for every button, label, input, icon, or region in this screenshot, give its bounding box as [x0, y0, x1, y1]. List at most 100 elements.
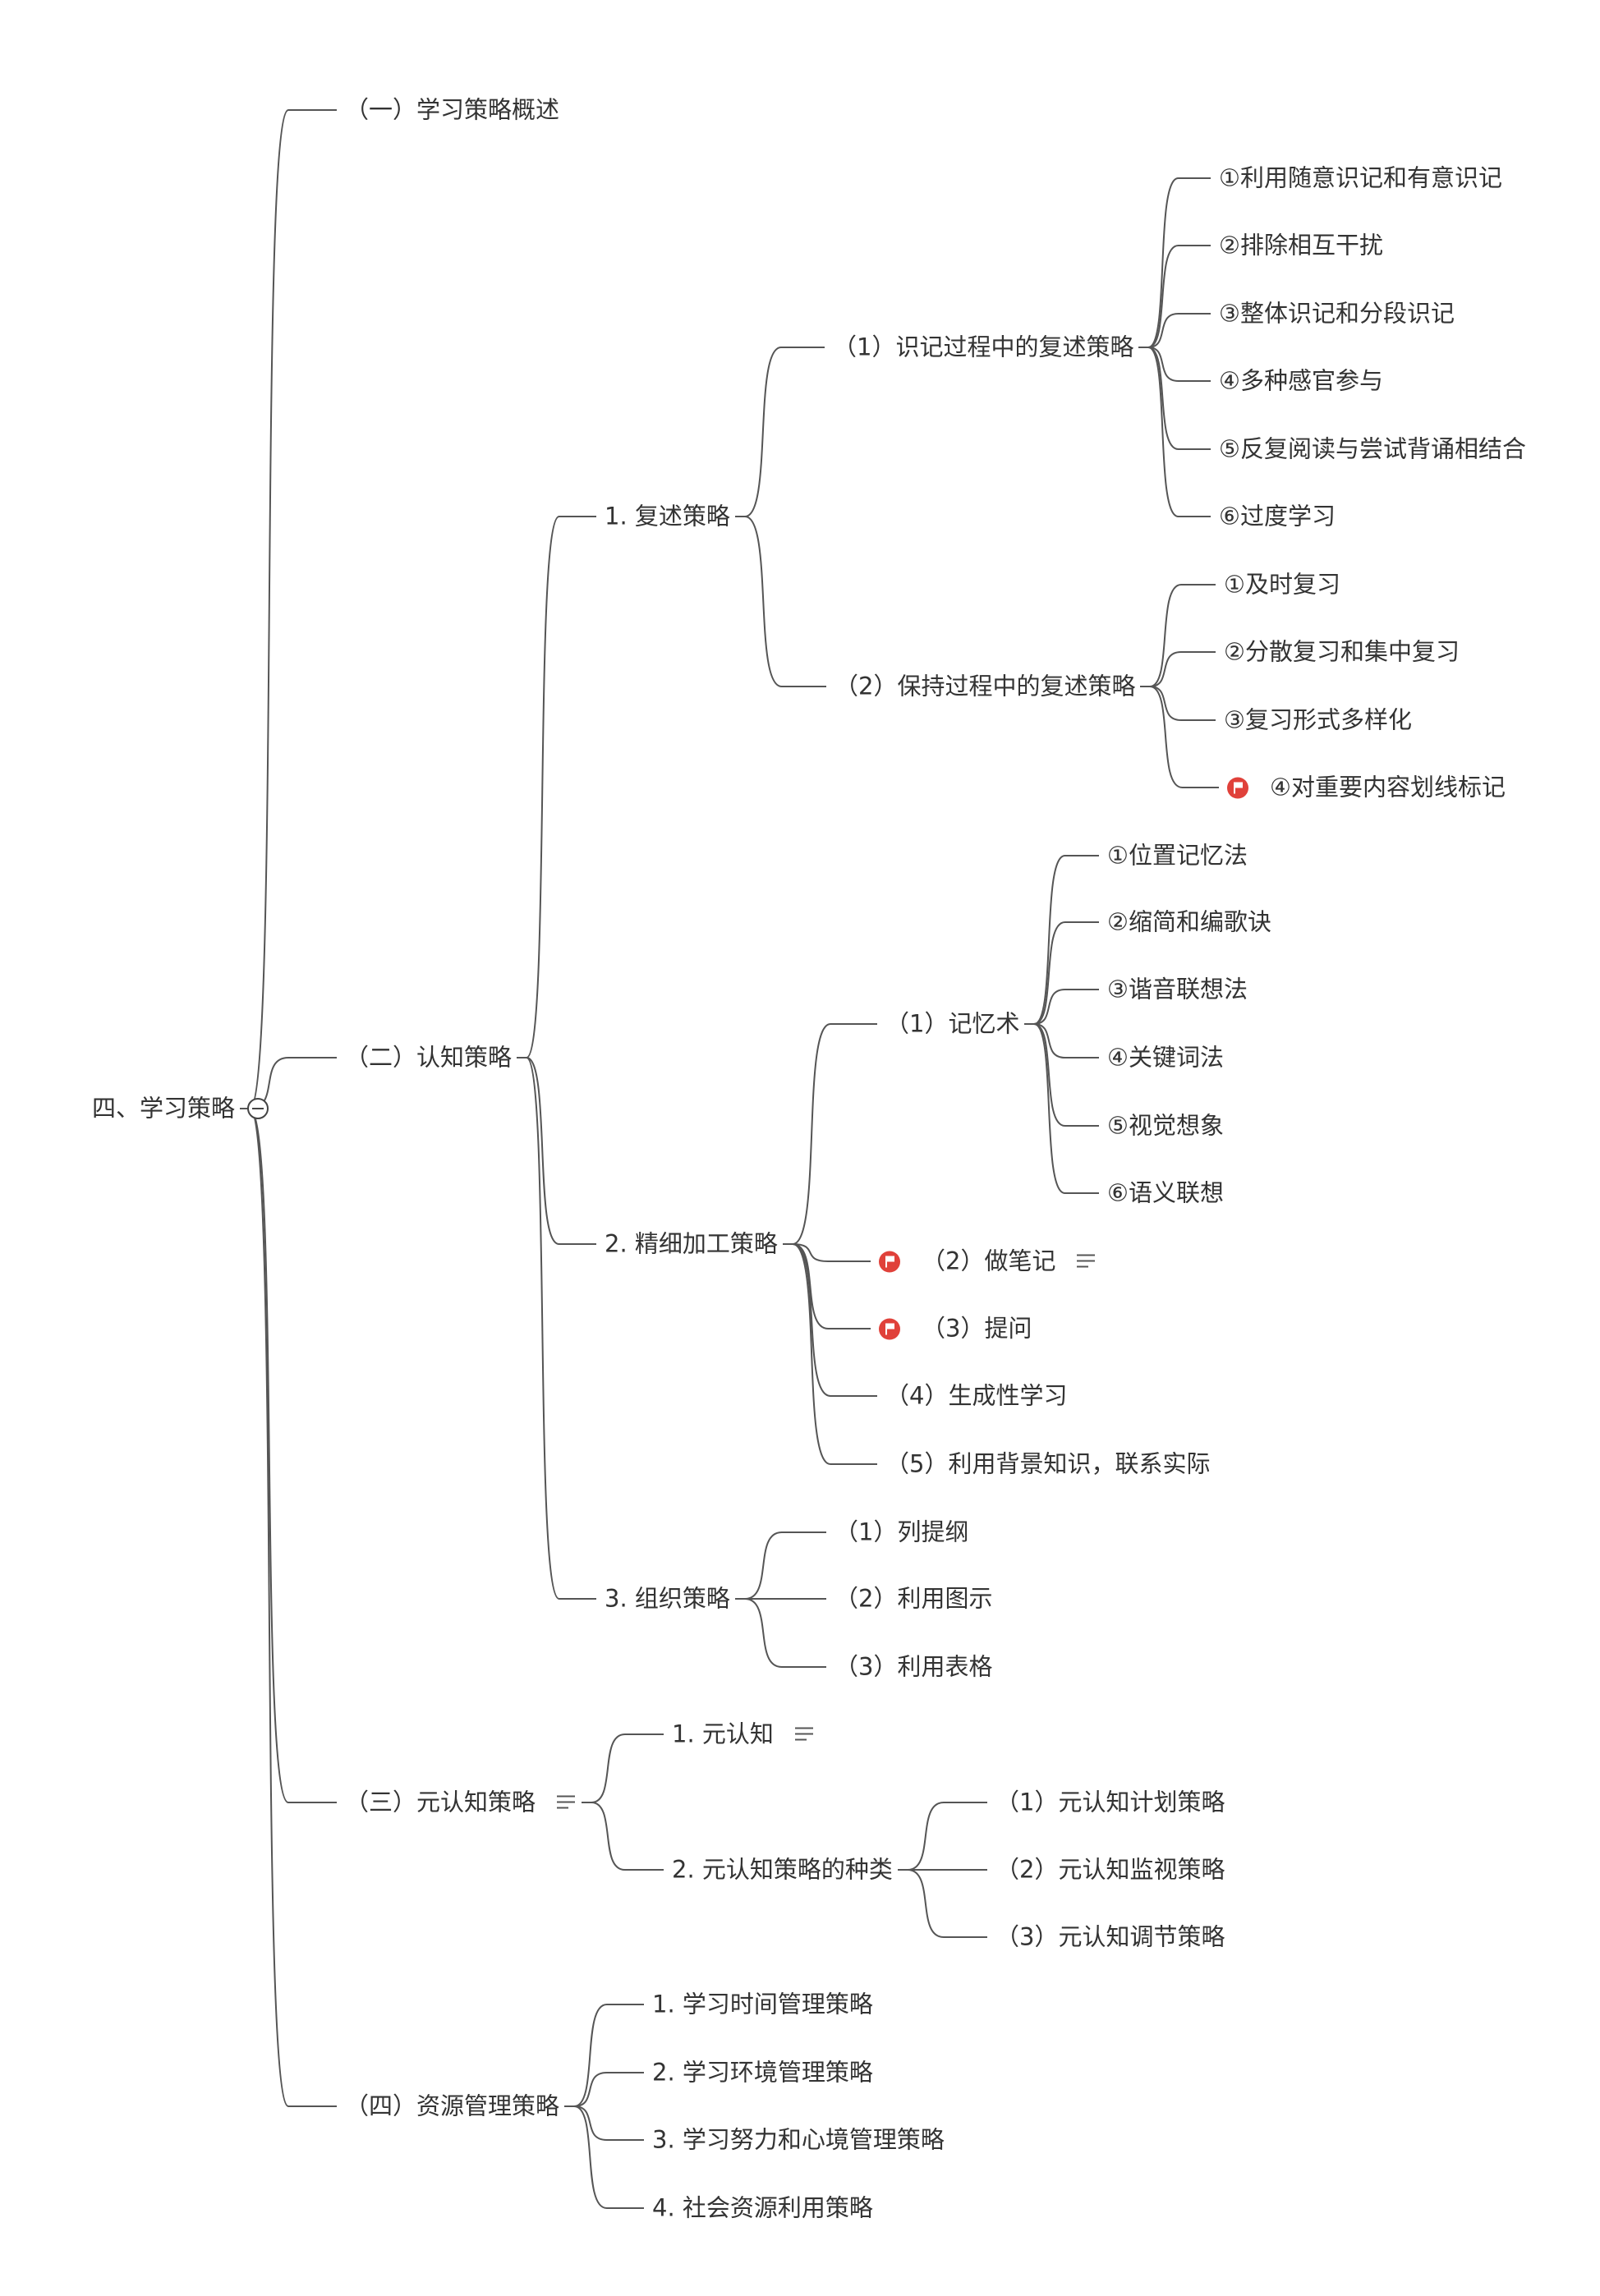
connector-curve	[573, 2105, 644, 2141]
node-label: （3）利用表格	[834, 1652, 993, 1681]
mind-map-node[interactable]: 1. 复述策略	[605, 502, 730, 530]
mind-map-node[interactable]: （四）资源管理策略	[345, 2092, 560, 2120]
mind-map-node[interactable]: ③整体识记和分段识记	[1219, 299, 1455, 328]
connector-curve	[744, 347, 825, 517]
node-label: ④对重要内容划线标记	[1270, 773, 1506, 801]
mind-map-node[interactable]: （3）元认知调节策略	[995, 1922, 1225, 1951]
node-label: （1）记忆术	[885, 1009, 1020, 1038]
node-label: （2）元认知监视策略	[995, 1855, 1225, 1884]
node-label: ②分散复习和集中复习	[1224, 637, 1460, 666]
mind-map-node[interactable]: ②排除相互干扰	[1219, 231, 1383, 259]
note-lines-icon[interactable]	[794, 1727, 815, 1743]
connector-curve	[792, 1023, 877, 1245]
node-label: （2）做笔记	[922, 1247, 1056, 1275]
mind-map-node[interactable]: （2）做笔记	[879, 1247, 1097, 1275]
connector-curve	[1147, 245, 1211, 348]
note-lines-icon[interactable]	[1077, 1254, 1097, 1270]
mind-map-node[interactable]: （三）元认知策略	[345, 1790, 577, 1815]
connector-curve	[591, 1733, 664, 1803]
mind-map-node[interactable]: ④关键词法	[1107, 1045, 1224, 1070]
root-node[interactable]: 四、学习策略	[92, 1094, 236, 1123]
mind-map-node[interactable]: 3. 学习努力和心境管理策略	[652, 2128, 945, 2152]
node-label: ⑤反复阅读与尝试背诵相结合	[1219, 434, 1526, 463]
mind-map-node[interactable]: 2. 元认知策略的种类	[672, 1855, 893, 1884]
mind-map-node[interactable]: ⑥过度学习	[1219, 502, 1336, 530]
mind-map-node[interactable]: ④多种感官参与	[1219, 369, 1383, 393]
node-label: ⑤视觉想象	[1107, 1111, 1224, 1140]
mind-map-node[interactable]: （3）利用表格	[834, 1655, 992, 1679]
node-label: （四）资源管理策略	[345, 2092, 560, 2120]
connector-curve	[573, 2004, 644, 2107]
mind-map-node[interactable]: ⑤视觉想象	[1107, 1114, 1224, 1138]
mind-map-node[interactable]: 2. 学习环境管理策略	[652, 2058, 873, 2087]
connector-curve	[526, 1057, 596, 1245]
node-label: 1. 元认知	[672, 1720, 774, 1748]
node-label: ③复习形式多样化	[1224, 705, 1412, 734]
mind-map-node[interactable]: ①及时复习	[1224, 572, 1340, 597]
connector-curve	[1149, 686, 1219, 788]
mind-map-node[interactable]: 3. 组织策略	[605, 1587, 730, 1611]
mind-map-node[interactable]: ④对重要内容划线标记	[1227, 773, 1506, 801]
mind-map-node[interactable]: ③谐音联想法	[1107, 977, 1248, 1002]
mind-map-node[interactable]: （1）记忆术	[885, 1009, 1020, 1038]
mind-map-node[interactable]: ①位置记忆法	[1107, 841, 1248, 870]
connector-curve	[1033, 1023, 1099, 1058]
connector-curve	[526, 1057, 596, 1600]
mind-map-node[interactable]: （2）利用图示	[834, 1587, 992, 1611]
connector-curve	[1147, 347, 1211, 450]
node-label: 四、学习策略	[92, 1094, 236, 1123]
node-label: 1. 复述策略	[605, 502, 730, 530]
mind-map-node[interactable]: ②缩简和编歌诀	[1107, 907, 1271, 936]
mind-map-node[interactable]: ⑤反复阅读与尝试背诵相结合	[1219, 434, 1526, 463]
mind-map-node[interactable]: 1. 元认知	[672, 1720, 815, 1748]
mind-map-node[interactable]: （二）认知策略	[345, 1045, 512, 1070]
mind-map-node[interactable]: （一）学习策略概述	[345, 95, 560, 124]
mind-map-node[interactable]: （4）生成性学习	[885, 1384, 1067, 1408]
collapse-minus-icon[interactable]	[247, 1098, 269, 1119]
connector-curve	[249, 1108, 337, 2107]
mind-map-node[interactable]: （1）列提纲	[834, 1520, 968, 1545]
node-label: ①位置记忆法	[1107, 841, 1248, 870]
mind-map-node[interactable]: （1）元认知计划策略	[995, 1790, 1225, 1815]
connector-curve	[573, 2072, 644, 2107]
node-label: （3）元认知调节策略	[995, 1922, 1225, 1951]
node-label: （5）利用背景知识，联系实际	[885, 1449, 1211, 1478]
connector-curve	[1149, 651, 1216, 687]
mind-map-node[interactable]: ③复习形式多样化	[1224, 705, 1412, 734]
node-label: 4. 社会资源利用策略	[652, 2193, 873, 2222]
connector-curve	[1147, 347, 1211, 382]
node-label: ①利用随意识记和有意识记	[1219, 163, 1502, 192]
node-label: 2. 元认知策略的种类	[672, 1855, 893, 1884]
mind-map-node[interactable]: ②分散复习和集中复习	[1224, 637, 1460, 666]
mind-map-node[interactable]: ⑥语义联想	[1107, 1178, 1224, 1207]
connector-curve	[907, 1802, 987, 1871]
node-label: 3. 学习努力和心境管理策略	[652, 2125, 945, 2154]
mind-map-node[interactable]: （5）利用背景知识，联系实际	[885, 1449, 1211, 1478]
note-lines-icon[interactable]	[557, 1795, 577, 1811]
node-label: （一）学习策略概述	[345, 95, 560, 124]
mind-map-node[interactable]: （3）提问	[879, 1316, 1032, 1341]
node-label: 2. 学习环境管理策略	[652, 2058, 873, 2087]
node-label: ②排除相互干扰	[1219, 231, 1383, 259]
node-label: 3. 组织策略	[605, 1584, 730, 1613]
mind-map-node[interactable]: （1）识记过程中的复述策略	[833, 333, 1134, 361]
mind-map-node[interactable]: 1. 学习时间管理策略	[652, 1992, 873, 2017]
node-label: ③整体识记和分段识记	[1219, 299, 1455, 328]
mind-map-node[interactable]: ①利用随意识记和有意识记	[1219, 163, 1502, 192]
mind-map-node[interactable]: 4. 社会资源利用策略	[652, 2193, 873, 2222]
node-label: ②缩简和编歌诀	[1107, 907, 1271, 936]
red-flag-icon	[879, 1251, 900, 1273]
node-label: ⑥语义联想	[1107, 1178, 1224, 1207]
mind-map-node[interactable]: （2）元认知监视策略	[995, 1855, 1225, 1884]
connector-curve	[591, 1802, 664, 1871]
mind-map-node[interactable]: （2）保持过程中的复述策略	[834, 674, 1135, 699]
mind-map-node[interactable]: 2. 精细加工策略	[605, 1232, 778, 1256]
connector-curve	[1033, 1023, 1099, 1194]
connector-curve	[1149, 686, 1216, 721]
node-label: ⑥过度学习	[1219, 502, 1336, 530]
red-flag-icon	[879, 1318, 900, 1340]
node-label: （1）识记过程中的复述策略	[833, 333, 1134, 361]
connector-curve	[792, 1243, 877, 1465]
